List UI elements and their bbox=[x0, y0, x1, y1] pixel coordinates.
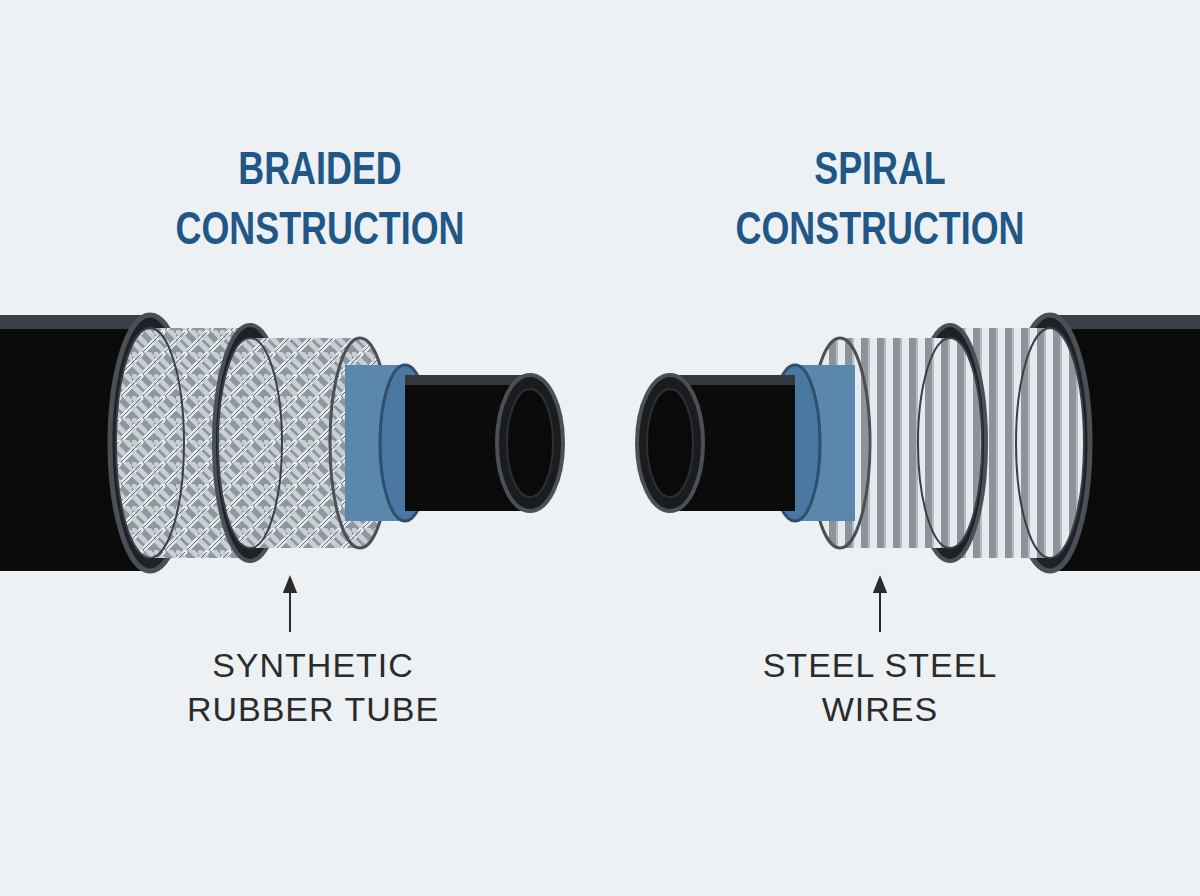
callout-label: STEEL STEEL WIRES bbox=[730, 643, 1030, 731]
spiral-hose bbox=[637, 315, 1200, 571]
braid-layer-cap bbox=[218, 338, 282, 548]
tube-opening bbox=[497, 375, 563, 511]
section-heading: SPIRAL CONSTRUCTION bbox=[716, 138, 1044, 258]
tube-highlight bbox=[405, 375, 530, 385]
tube-bore bbox=[647, 389, 693, 497]
braid-layer-cap bbox=[116, 328, 184, 558]
tube-highlight bbox=[670, 375, 795, 385]
callout-label: SYNTHETIC RUBBER TUBE bbox=[163, 643, 463, 731]
spiral-layer-cap bbox=[1016, 328, 1084, 558]
spiral-layer-cap bbox=[918, 338, 982, 548]
tube-opening bbox=[637, 375, 703, 511]
cover-highlight bbox=[1050, 315, 1200, 329]
cover-highlight bbox=[0, 315, 150, 329]
leader-arrow bbox=[879, 584, 881, 632]
leader-arrow bbox=[289, 584, 291, 632]
section-heading: BRAIDED CONSTRUCTION bbox=[156, 138, 484, 258]
braided-hose bbox=[0, 315, 563, 571]
tube-bore bbox=[507, 389, 553, 497]
